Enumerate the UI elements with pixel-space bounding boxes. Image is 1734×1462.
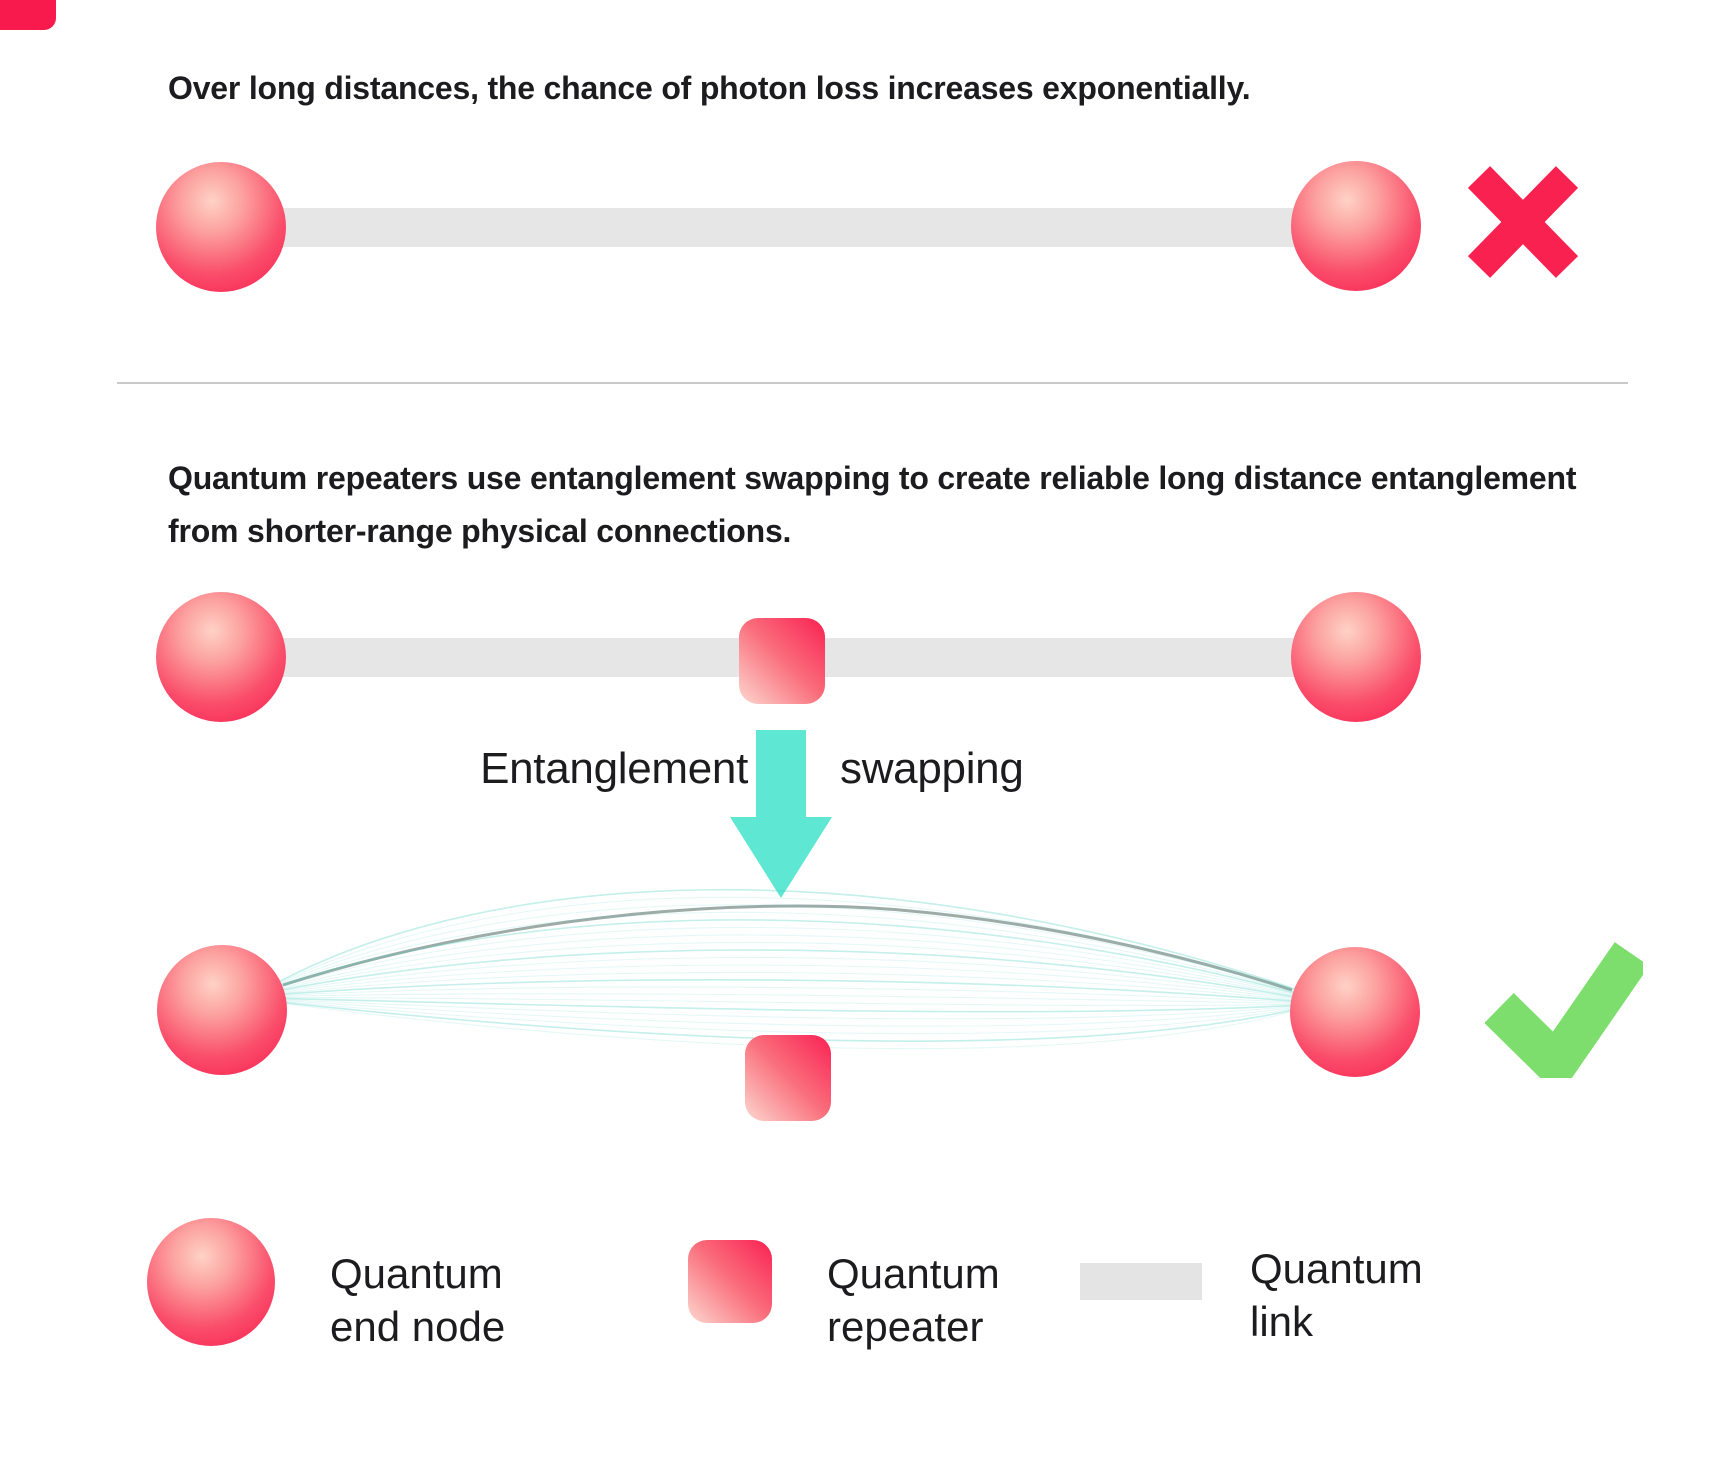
corner-red-shape bbox=[0, 0, 56, 30]
entanglement-wave bbox=[270, 888, 1299, 1050]
repeater-node-middle bbox=[739, 618, 825, 704]
end-node-left-bottom bbox=[157, 945, 287, 1075]
legend-repeater-symbol bbox=[688, 1240, 772, 1323]
caption-line: Quantum repeaters use entanglement swapp… bbox=[168, 460, 1577, 496]
down-arrow-icon bbox=[730, 730, 832, 898]
swapping-label: swapping bbox=[840, 744, 1024, 793]
legend-end-node-symbol bbox=[147, 1218, 275, 1346]
end-node-left-top bbox=[156, 162, 286, 292]
repeater-node-bottom bbox=[745, 1035, 831, 1121]
legend-label-line: repeater bbox=[827, 1303, 984, 1350]
cross-icon bbox=[1467, 166, 1579, 278]
legend-label-line: Quantum bbox=[827, 1250, 1000, 1297]
caption-line: Over long distances, the chance of photo… bbox=[168, 70, 1251, 106]
entanglement-label: Entanglement bbox=[480, 744, 748, 793]
end-node-right-bottom bbox=[1290, 947, 1420, 1077]
end-node-left-middle bbox=[156, 592, 286, 722]
legend-label-line: Quantum bbox=[1250, 1245, 1423, 1292]
end-node-right-top bbox=[1291, 161, 1421, 291]
legend-link-label: Quantum link bbox=[1250, 1242, 1423, 1348]
legend-link-symbol bbox=[1080, 1263, 1202, 1300]
legend-repeater-label: Quantum repeater bbox=[827, 1247, 1000, 1353]
caption-quantum-repeaters: Quantum repeaters use entanglement swapp… bbox=[168, 452, 1577, 558]
legend-label-line: Quantum bbox=[330, 1250, 503, 1297]
legend-label-line: end node bbox=[330, 1303, 506, 1350]
quantum-link-bar-top bbox=[220, 208, 1356, 247]
end-node-right-middle bbox=[1291, 592, 1421, 722]
section-divider bbox=[117, 382, 1628, 384]
caption-line: from shorter-range physical connections. bbox=[168, 513, 792, 549]
caption-photon-loss: Over long distances, the chance of photo… bbox=[168, 62, 1251, 115]
legend-label-line: link bbox=[1250, 1298, 1314, 1345]
check-icon bbox=[1485, 942, 1643, 1078]
legend-end-node-label: Quantum end node bbox=[330, 1247, 505, 1353]
